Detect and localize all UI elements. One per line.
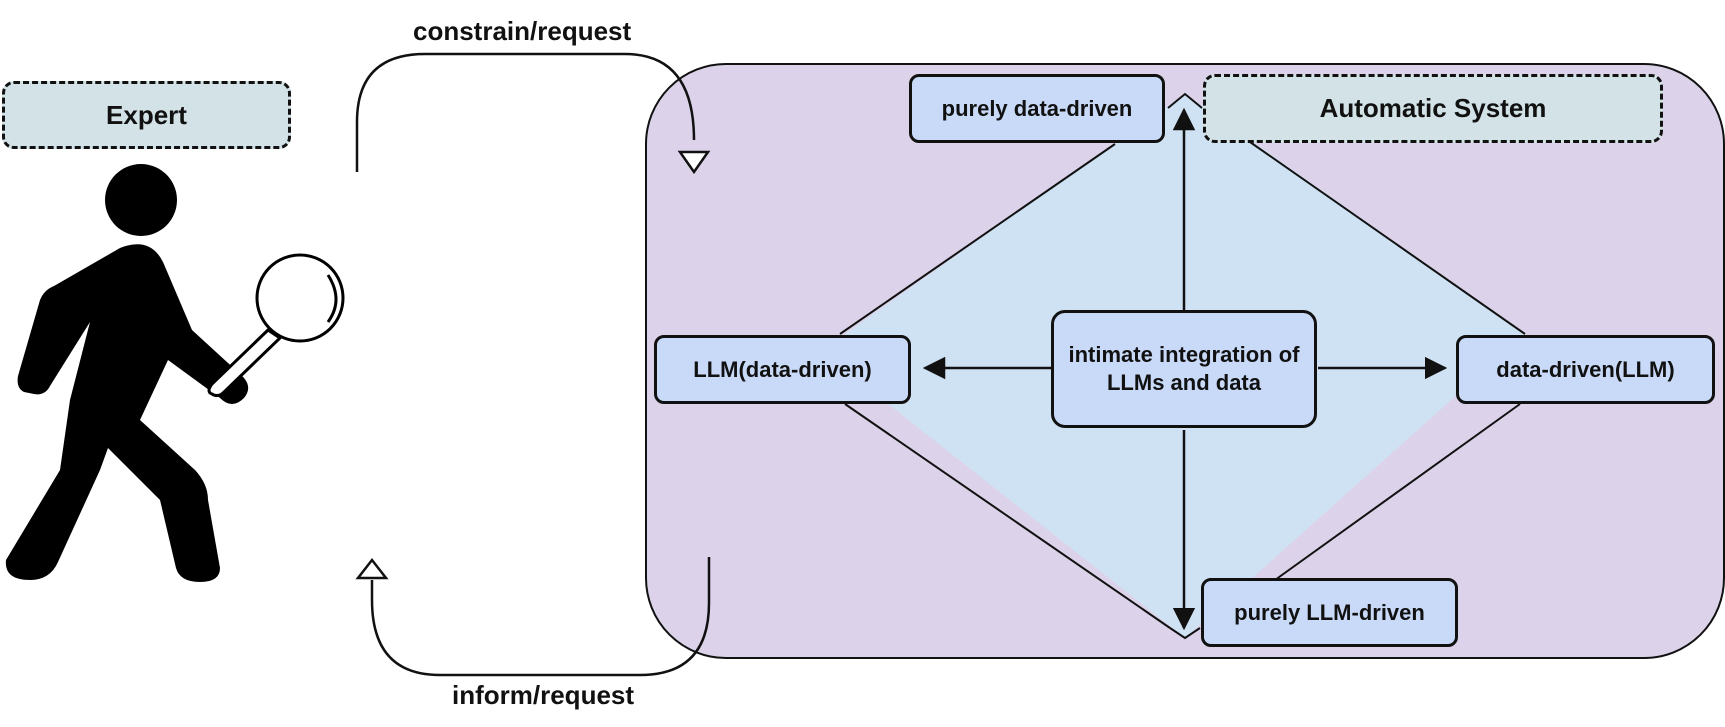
node-intimate-integration: intimate integration of LLMs and data (1051, 310, 1317, 428)
automatic-system-box: Automatic System (1203, 74, 1663, 143)
expert-box: Expert (2, 81, 291, 149)
node-purely-llm-driven: purely LLM-driven (1201, 578, 1458, 647)
diamond-edges (839, 92, 1526, 640)
inform-request-label: inform/request (452, 680, 635, 710)
center-arrows (922, 107, 1448, 631)
node-llm-data-driven: LLM(data-driven) (654, 335, 911, 404)
node-purely-data-driven: purely data-driven (909, 74, 1165, 143)
node-data-driven-llm: data-driven(LLM) (1456, 335, 1715, 404)
person-with-magnifier-icon (5, 164, 345, 583)
inform-request-arrow (355, 557, 711, 677)
constrain-request-arrow (355, 52, 711, 175)
constrain-request-label: constrain/request (413, 16, 632, 46)
